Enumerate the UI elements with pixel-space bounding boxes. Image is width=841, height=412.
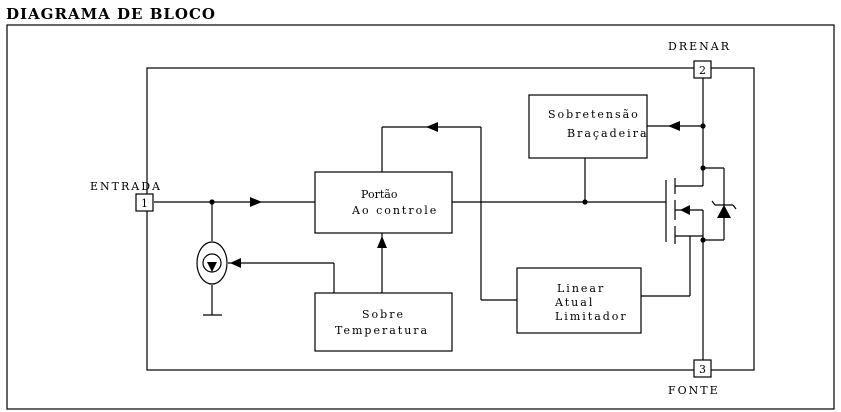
limitador-line3: Limitador xyxy=(555,310,628,323)
feedback-arrow xyxy=(426,122,438,132)
junction-dot xyxy=(582,199,588,205)
source-arrow xyxy=(230,258,241,268)
current-source-symbol xyxy=(196,241,228,285)
outer-frame xyxy=(6,24,835,410)
junction-dot xyxy=(700,237,706,243)
limitador-line2: Atual xyxy=(554,296,594,309)
junction-dot xyxy=(209,199,215,205)
limitador-line1: Linear xyxy=(557,282,605,295)
block-sobretensao xyxy=(528,94,648,159)
portao-line1: Portão xyxy=(361,188,398,201)
pin-2-box xyxy=(693,60,712,79)
diode-triangle xyxy=(717,205,731,218)
clamp-arrow xyxy=(668,121,680,131)
fet-arrow xyxy=(680,205,690,215)
pin-2-number: 2 xyxy=(699,64,706,77)
source-symbol-arrow xyxy=(207,262,217,272)
pin-1-number: 1 xyxy=(141,197,148,210)
pin-3-box xyxy=(693,359,712,378)
sobretensao-line2: Braçadeira xyxy=(567,127,649,140)
sobre-temp-line1: Sobre xyxy=(362,308,405,321)
device-outline xyxy=(146,67,755,371)
pin-entrada-label: ENTRADA xyxy=(90,180,162,193)
block-sobre-temperatura xyxy=(314,292,453,352)
page-title: DIAGRAMA DE BLOCO xyxy=(6,5,217,23)
block-portao xyxy=(314,171,453,234)
junction-dot xyxy=(700,165,706,171)
input-arrow xyxy=(250,197,262,207)
sobre-temp-line2: Temperatura xyxy=(335,324,429,337)
pin-1-box xyxy=(135,193,154,212)
temp-arrow xyxy=(377,236,387,248)
block-limitador xyxy=(516,267,642,334)
pin-drenar-label: DRENAR xyxy=(668,40,731,53)
pin-fonte-label: FONTE xyxy=(668,384,720,397)
pin-3-number: 3 xyxy=(699,363,706,376)
junction-dot xyxy=(700,123,706,129)
sobretensao-line1: Sobretensão xyxy=(548,108,640,121)
portao-line2: Ao controle xyxy=(351,204,438,217)
